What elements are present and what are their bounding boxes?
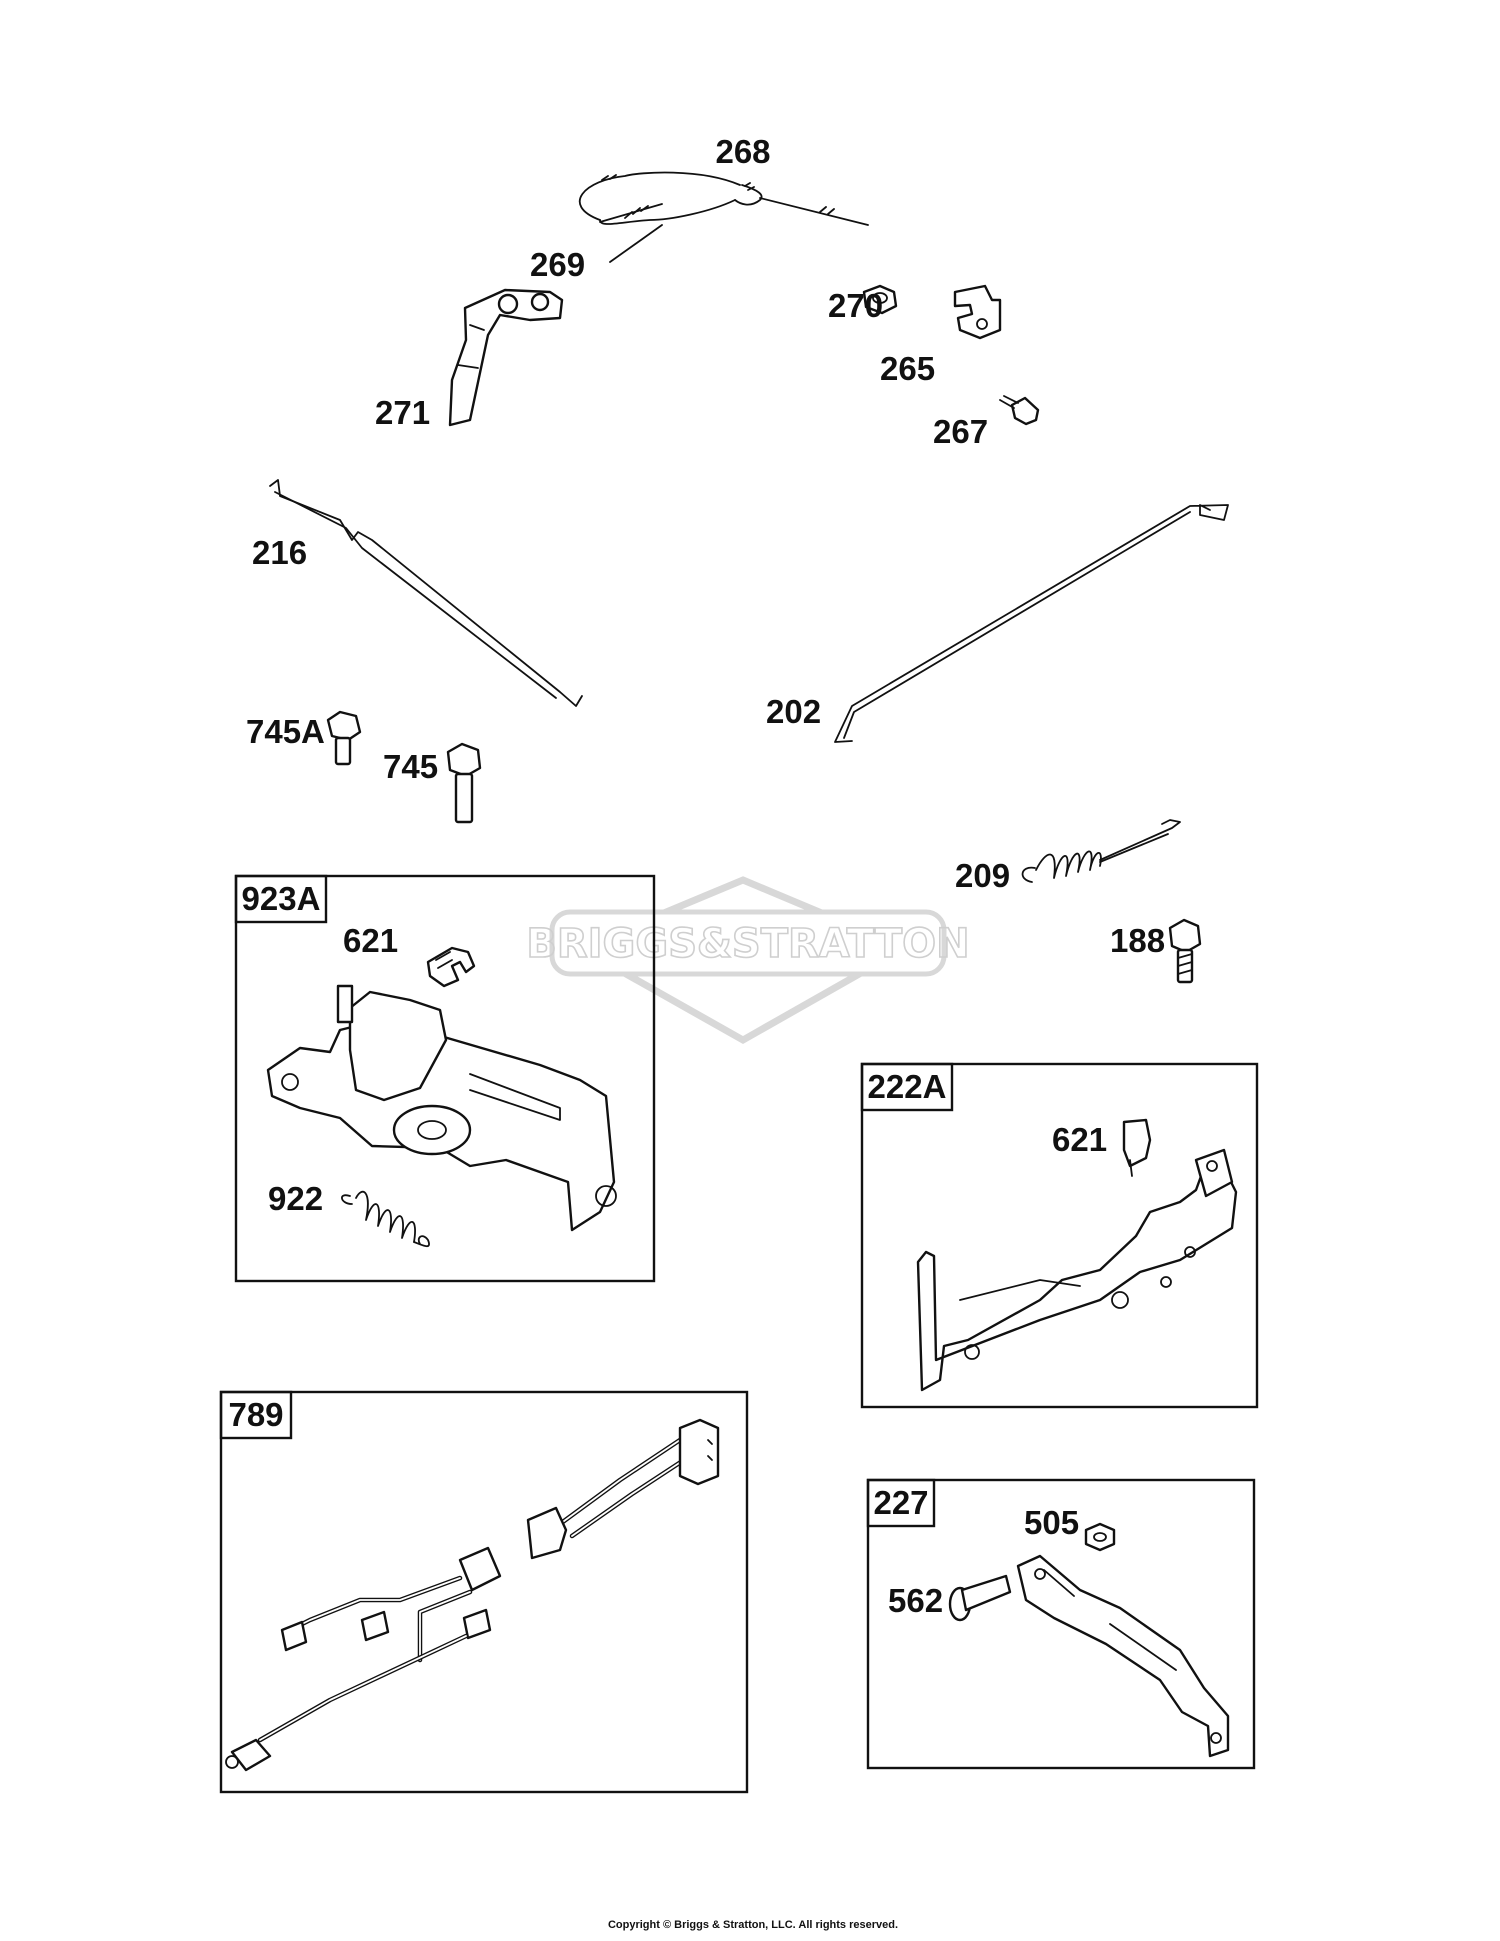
governor-control-plate — [266, 984, 617, 1232]
kit-222a-box: 222A 621 — [860, 1062, 1259, 1409]
nut-270 — [862, 284, 898, 315]
brand-watermark: BRIGGS&STRATTON — [526, 876, 970, 1045]
bolt-745a — [326, 710, 362, 766]
screw-267 — [999, 395, 1040, 426]
cable-268 — [578, 171, 869, 263]
link-216 — [269, 479, 583, 707]
callout-745a: 745A — [246, 713, 325, 750]
callout-268: 268 — [715, 133, 770, 170]
kit-227-box: 227 505 562 — [866, 1478, 1256, 1770]
clamp-265 — [953, 284, 1002, 340]
callout-202: 202 — [766, 693, 821, 730]
bracket-271 — [448, 288, 564, 427]
callout-216: 216 — [252, 534, 307, 571]
callout-271: 271 — [375, 394, 430, 431]
callout-188: 188 — [1110, 922, 1165, 959]
clip-621-222a — [1122, 1118, 1152, 1177]
kit-227-label: 227 — [873, 1484, 928, 1521]
nut-505 — [1084, 1522, 1116, 1552]
bolt-188 — [1168, 918, 1202, 984]
kit-789-box: 789 — [219, 1390, 749, 1794]
callout-269: 269 — [530, 246, 585, 283]
callout-267: 267 — [933, 413, 988, 450]
kit-222a-label: 222A — [868, 1068, 947, 1105]
kit-923a-box: 923A 621 922 — [234, 874, 656, 1283]
kit-923a-label: 923A — [242, 880, 321, 917]
kit-923a-part-922: 922 — [268, 1180, 323, 1217]
callout-745: 745 — [383, 748, 438, 785]
control-lever — [1016, 1554, 1230, 1758]
kit-222a-part-621: 621 — [1052, 1121, 1107, 1158]
callout-209: 209 — [955, 857, 1010, 894]
clip-621-923a — [426, 946, 476, 988]
kit-227-part-505: 505 — [1024, 1504, 1079, 1541]
copyright-footer: Copyright © Briggs & Stratton, LLC. All … — [608, 1919, 898, 1931]
control-bracket-assembly — [916, 1148, 1238, 1392]
wiring-harness — [225, 1418, 720, 1772]
callout-270: 270 — [828, 287, 883, 324]
kit-923a-part-621: 621 — [343, 922, 398, 959]
bolt-745 — [446, 742, 482, 824]
spring-209 — [1021, 819, 1181, 883]
kit-789-label: 789 — [228, 1396, 283, 1433]
spring-922 — [341, 1190, 430, 1248]
rod-202 — [834, 504, 1229, 743]
callout-265: 265 — [880, 350, 935, 387]
kit-227-part-562: 562 — [888, 1582, 943, 1619]
bolt-562 — [948, 1574, 1012, 1622]
watermark-text: BRIGGS&STRATTON — [526, 921, 969, 967]
